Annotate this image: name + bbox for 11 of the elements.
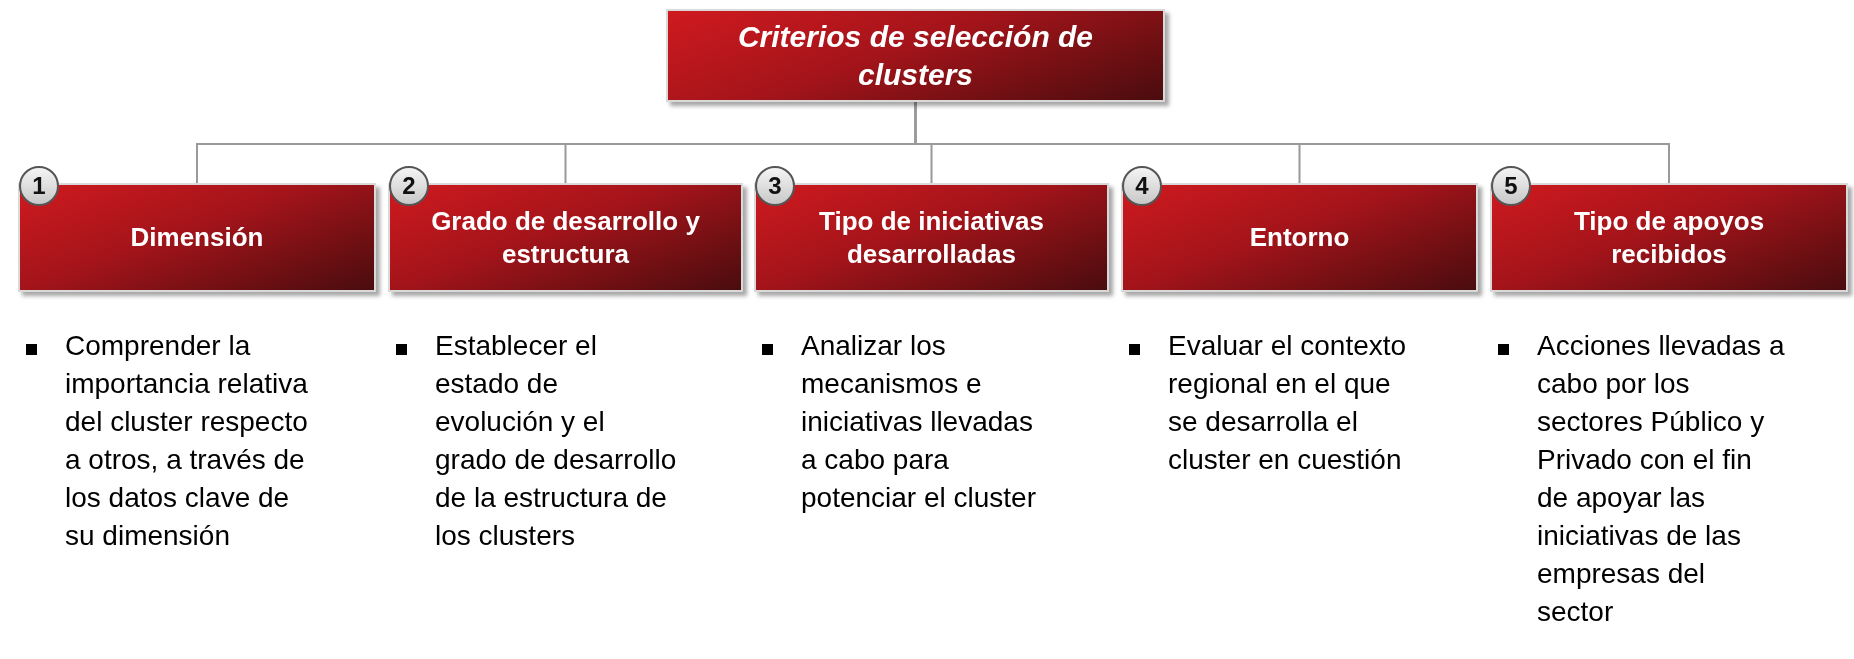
number-circle: 5 [1491,166,1531,206]
number-circle: 3 [755,166,795,206]
description-text: Comprender la importancia relativa del cluster respecto a otros, a través de los datos clave de su dimensión [65,329,309,553]
description-text: Establecer el estado de evolución y el grado de desarrollo de la estructura de los clusters [435,329,678,553]
number-circle: 2 [389,166,429,206]
description-text: Acciones llevadas a cabo por los sectores Público y Privado con el fin de apoyar las iniciativas de las empresas del sector [1537,329,1785,629]
description-text: Evaluar el contexto regional en el que se desarrolla el cluster en cuestión [1168,329,1408,477]
description-text: Analizar los mecanismos e iniciativas llevadas a cabo para potenciar el cluster [801,329,1037,515]
number-circle: 4 [1122,166,1162,206]
number-circle: 1 [19,166,59,206]
title-box: Criterios de selección de clusters [666,9,1165,102]
